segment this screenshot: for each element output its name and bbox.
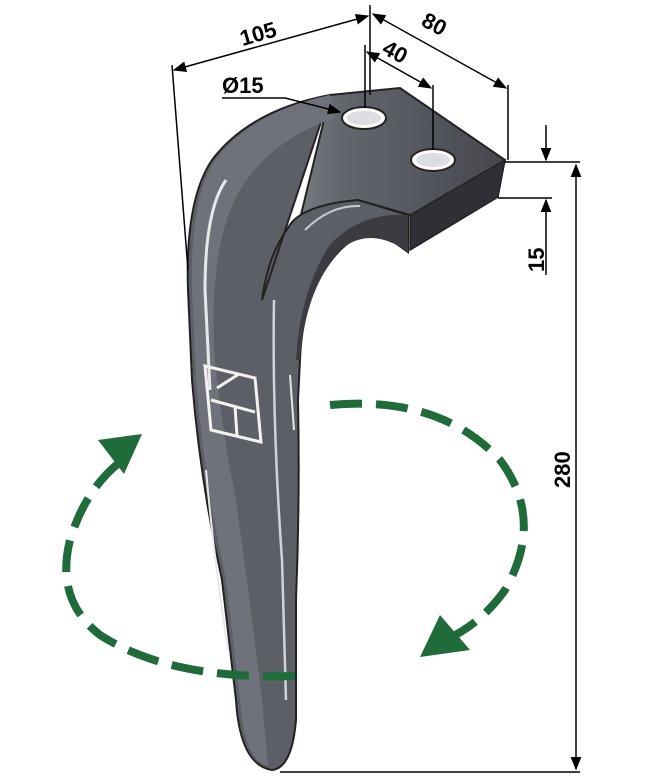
label-thickness: 15 [524, 248, 549, 272]
highlight-line [304, 204, 361, 231]
dim-line-hole-spacing [365, 51, 433, 89]
dimension-lines [171, 5, 582, 773]
dim-leader-hole [222, 97, 342, 115]
rotation-arc-right [329, 399, 528, 644]
rotation-arrow-icon [62, 399, 528, 681]
tine-blade [186, 86, 507, 772]
rotation-arc-left [62, 458, 296, 681]
label-rear-width: 80 [418, 7, 451, 41]
mounting-hole-inner [416, 153, 450, 167]
label-total-width: 105 [237, 17, 279, 51]
dim-line-total-width [172, 14, 370, 72]
inner-bend-shadow [296, 214, 408, 360]
label-height: 280 [550, 451, 575, 488]
label-hole-spacing: 40 [378, 35, 411, 69]
dim-line-rear-width [371, 13, 508, 89]
rotation-arrowhead-bottom [420, 615, 470, 657]
label-hole-diameter: Ø15 [222, 73, 264, 98]
rotation-arrowhead-top [98, 434, 142, 474]
highlight-line [203, 179, 228, 391]
highlight-line [205, 469, 229, 651]
mounting-plate-edge [409, 158, 507, 252]
highlight-line [289, 374, 295, 431]
mounting-hole-inner [347, 111, 381, 125]
tine-front-face [191, 95, 335, 766]
brand-logo-icon [203, 364, 263, 444]
highlight-line [272, 299, 288, 701]
